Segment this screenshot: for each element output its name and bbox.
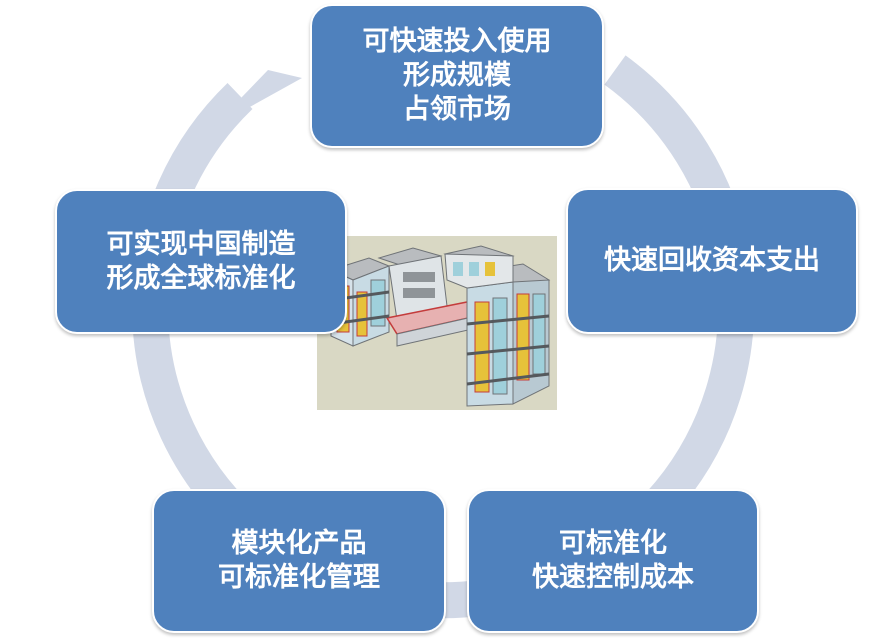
step-text-line: 形成全球标准化 — [106, 262, 296, 294]
step-text-line: 可快速投入使用 — [362, 26, 552, 57]
step-box-capital-recovery: 快速回收资本支出 — [566, 188, 858, 334]
step-text-line: 可标准化 — [559, 528, 667, 559]
step-text-line: 快速回收资本支出 — [604, 245, 820, 276]
step-text-line: 快速控制成本 — [532, 562, 694, 593]
step-box-cost-control: 可标准化 快速控制成本 — [467, 489, 759, 633]
step-text-line: 可实现中国制造 — [106, 228, 296, 260]
step-box-rapid-deployment: 可快速投入使用 形成规模 占领市场 — [310, 4, 604, 148]
step-text-line: 可标准化管理 — [218, 562, 380, 593]
cycle-arrowhead — [212, 70, 302, 128]
step-text-line: 形成规模 — [403, 60, 511, 91]
step-box-modular-product: 模块化产品 可标准化管理 — [152, 489, 446, 633]
step-text-line: 模块化产品 — [231, 528, 367, 559]
modular-building-image — [317, 236, 557, 410]
step-box-global-standard: 可实现中国制造 形成全球标准化 — [55, 189, 347, 334]
step-text-line: 占领市场 — [403, 94, 511, 125]
